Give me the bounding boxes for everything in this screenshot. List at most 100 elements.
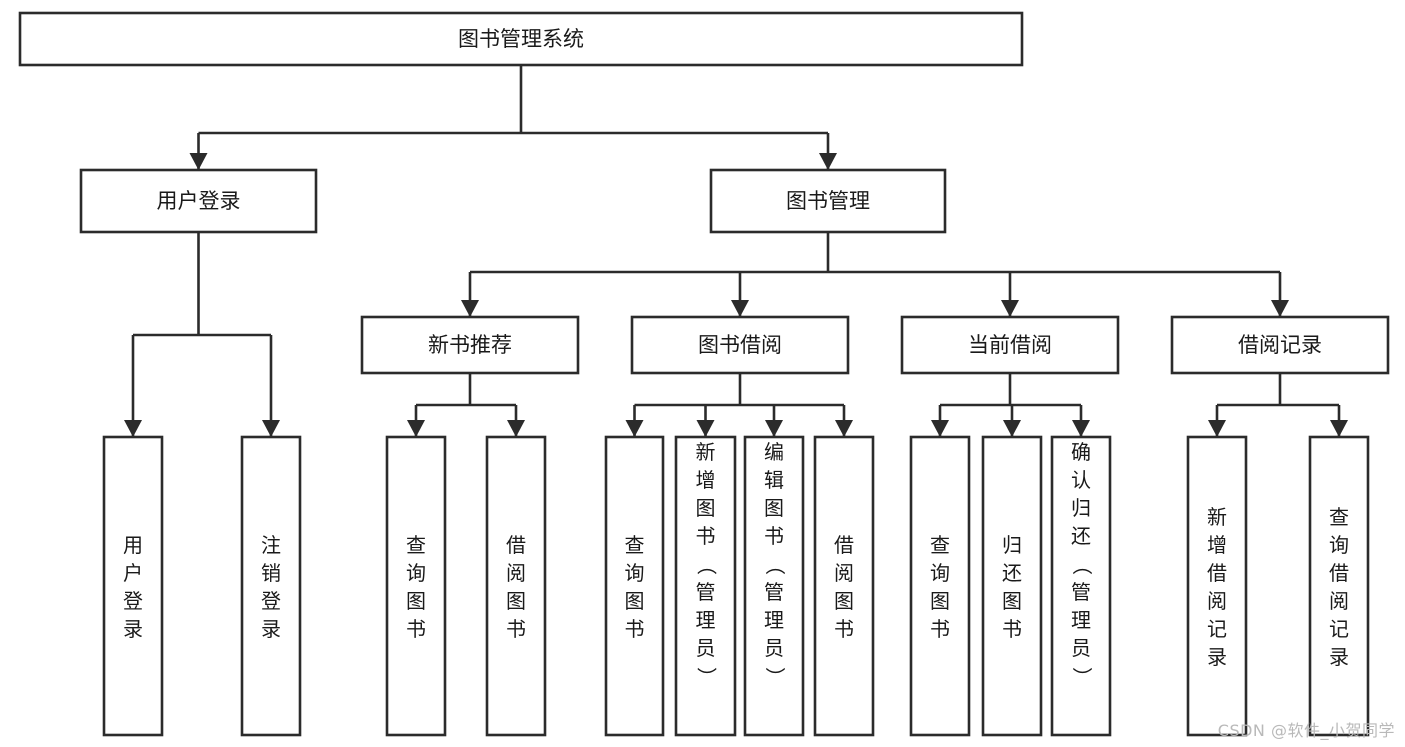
arrow-head-icon <box>931 420 949 437</box>
arrow-head-icon <box>189 153 208 170</box>
arrow-head-icon <box>731 300 749 317</box>
arrow-head-icon <box>1072 420 1090 437</box>
arrow-head-icon <box>262 420 280 437</box>
node-borrow-record[interactable]: 借阅记录 <box>1170 315 1390 375</box>
node-label-char: 新 <box>696 440 716 464</box>
node-label-char: 图 <box>764 496 784 520</box>
node-box <box>709 168 947 234</box>
node-new-book-rec[interactable]: 新书推荐 <box>360 315 580 375</box>
node-label: 图书管理系统 <box>458 27 584 51</box>
node-label-char: 借 <box>506 533 526 557</box>
node-label: 借阅记录 <box>1238 333 1322 357</box>
node-label-char: 图 <box>696 496 716 520</box>
node-box <box>240 435 302 737</box>
node-label-char: 员 <box>764 636 784 660</box>
node-label-char: 销 <box>261 561 281 585</box>
node-label-char: 借 <box>834 533 854 557</box>
connector-group-user-login <box>124 232 280 437</box>
node-label-char: ） <box>763 667 787 687</box>
connector-group-new-book-rec <box>407 373 525 437</box>
node-label-char: 户 <box>123 561 143 585</box>
node-label-char: 辑 <box>764 468 784 492</box>
node-user-login[interactable]: 用户登录 <box>79 168 318 234</box>
node-label-char: 图 <box>406 589 426 613</box>
node-box <box>385 435 447 737</box>
node-box <box>1170 315 1390 375</box>
node-label-char: 员 <box>1071 636 1091 660</box>
node-label-char: 管 <box>1071 580 1091 604</box>
node-book-mgmt[interactable]: 图书管理 <box>709 168 947 234</box>
node-box <box>1186 435 1248 737</box>
node-label-char: 书 <box>1002 617 1022 641</box>
node-label-char: 书 <box>834 617 854 641</box>
arrow-head-icon <box>835 420 853 437</box>
node-box <box>102 435 164 737</box>
node-label-char: 管 <box>696 580 716 604</box>
node-label-char: 书 <box>625 617 645 641</box>
node-box <box>604 435 665 737</box>
node-leaf-user-login[interactable]: 用户登录 <box>102 435 164 737</box>
connector-layer <box>124 65 1348 437</box>
node-label: 新书推荐 <box>428 333 512 357</box>
connector-group-book-mgmt <box>461 232 1289 317</box>
node-label-char: 阅 <box>1329 589 1349 613</box>
node-root[interactable]: 图书管理系统 <box>18 11 1024 67</box>
node-box <box>18 11 1024 67</box>
node-label-char: 录 <box>1329 645 1349 669</box>
node-label-char: （ <box>1070 555 1094 575</box>
node-label-char: （ <box>763 555 787 575</box>
node-label-char: 书 <box>764 524 784 548</box>
arrow-head-icon <box>507 420 525 437</box>
node-label-char: 登 <box>261 589 281 613</box>
node-label-char: 图 <box>1002 589 1022 613</box>
node-current-borrow[interactable]: 当前借阅 <box>900 315 1120 375</box>
node-label-char: 图 <box>506 589 526 613</box>
arrow-head-icon <box>1208 420 1226 437</box>
node-label-char: 阅 <box>1207 589 1227 613</box>
node-label-char: 用 <box>123 533 143 557</box>
arrow-head-icon <box>461 300 479 317</box>
node-label-char: 记 <box>1207 617 1227 641</box>
node-label-char: 编 <box>764 440 784 464</box>
node-label-char: 录 <box>1207 645 1227 669</box>
node-label-char: 记 <box>1329 617 1349 641</box>
arrow-head-icon <box>819 153 837 170</box>
node-label-char: 图 <box>930 589 950 613</box>
connector-group-borrow-record <box>1208 373 1348 437</box>
node-label-char: 询 <box>406 561 426 585</box>
node-label-char: 书 <box>930 617 950 641</box>
node-label-char: 询 <box>1329 533 1349 557</box>
node-label-char: 查 <box>930 533 950 557</box>
connector-group-root <box>189 65 837 170</box>
node-box <box>813 435 875 737</box>
node-label-char: 询 <box>625 561 645 585</box>
node-label-char: 借 <box>1329 561 1349 585</box>
node-box <box>79 168 318 234</box>
node-label-char: 查 <box>625 533 645 557</box>
node-box <box>360 315 580 375</box>
node-book-borrow[interactable]: 图书借阅 <box>630 315 850 375</box>
node-label-char: 归 <box>1002 533 1022 557</box>
node-label: 当前借阅 <box>968 333 1052 357</box>
node-label-char: 图 <box>625 589 645 613</box>
node-label-char: 阅 <box>506 561 526 585</box>
arrow-head-icon <box>1003 420 1021 437</box>
arrow-head-icon <box>1271 300 1289 317</box>
arrow-head-icon <box>407 420 425 437</box>
node-label-char: 归 <box>1071 496 1091 520</box>
node-label-char: 增 <box>696 468 716 492</box>
